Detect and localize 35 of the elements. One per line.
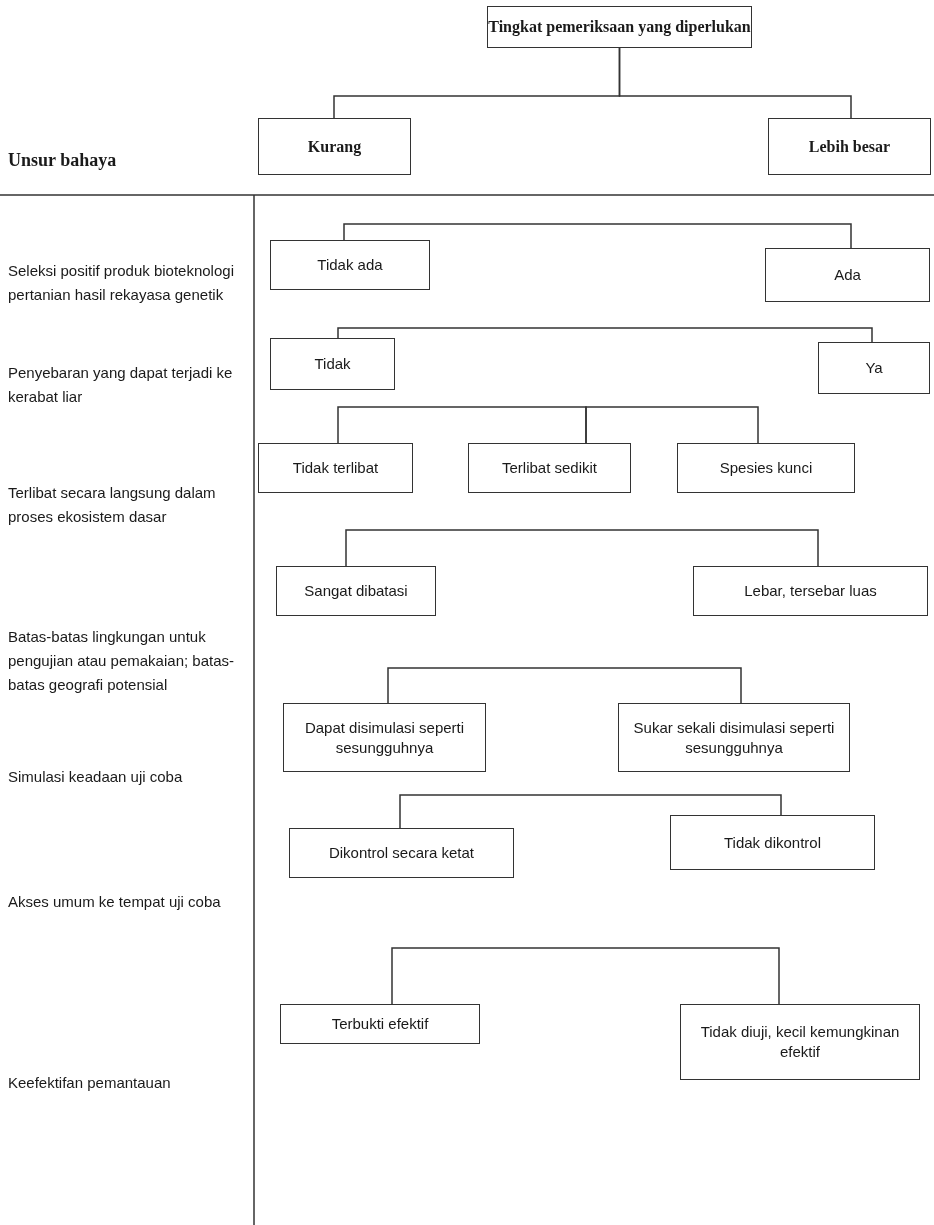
option-box: Ada xyxy=(765,248,930,302)
option-box: Terbukti efektif xyxy=(280,1004,480,1044)
option-box: Tidak diuji, kecil kemungkinan efektif xyxy=(680,1004,920,1080)
bracket-connector xyxy=(585,406,759,444)
hazard-factor-label: Simulasi keadaan uji coba xyxy=(8,767,184,787)
option-box: Dikontrol secara ketat xyxy=(289,828,514,878)
hazard-factor-label: Keefektifan pemantauan xyxy=(8,1073,172,1093)
hazard-factor-label: Penyebaran yang dapat terjadi ke kerabat liar xyxy=(8,363,234,407)
bracket-connector xyxy=(345,529,819,567)
title-box: Tingkat pemeriksaan yang diperlukan xyxy=(487,6,752,48)
hazard-factor-label: Seleksi positif produk bioteknologi pertanian hasil rekayasa genetik xyxy=(8,261,235,305)
hazard-factor-label: Terlibat secara langsung dalam proses ekosistem dasar xyxy=(8,483,217,527)
option-box: Sangat dibatasi xyxy=(276,566,436,616)
option-box: Terlibat sedikit xyxy=(468,443,631,493)
option-box: Sukar sekali disimulasi seperti sesungguhnya xyxy=(618,703,850,772)
option-box: Tidak xyxy=(270,338,395,390)
bracket-connector xyxy=(343,223,852,249)
hazard-factor-label: Batas-batas lingkungan untuk pengujian atau pemakaian; batas-batas geografi potensial xyxy=(8,627,235,695)
option-box: Ya xyxy=(818,342,930,394)
column-header: Unsur bahaya xyxy=(8,149,118,172)
option-box: Tidak dikontrol xyxy=(670,815,875,870)
level-box: Kurang xyxy=(258,118,411,175)
bracket-connector xyxy=(337,406,587,444)
option-box: Spesies kunci xyxy=(677,443,855,493)
option-box: Tidak terlibat xyxy=(258,443,413,493)
option-box: Lebar, tersebar luas xyxy=(693,566,928,616)
option-box: Tidak ada xyxy=(270,240,430,290)
bracket-connector xyxy=(391,947,780,1005)
bracket-connector xyxy=(387,667,742,704)
bracket-connector xyxy=(399,794,782,829)
bracket-connector xyxy=(618,47,852,119)
option-box: Dapat disimulasi seperti sesungguhnya xyxy=(283,703,486,772)
level-box: Lebih besar xyxy=(768,118,931,175)
hazard-factor-label: Akses umum ke tempat uji coba xyxy=(8,892,222,912)
bracket-connector xyxy=(337,327,873,343)
